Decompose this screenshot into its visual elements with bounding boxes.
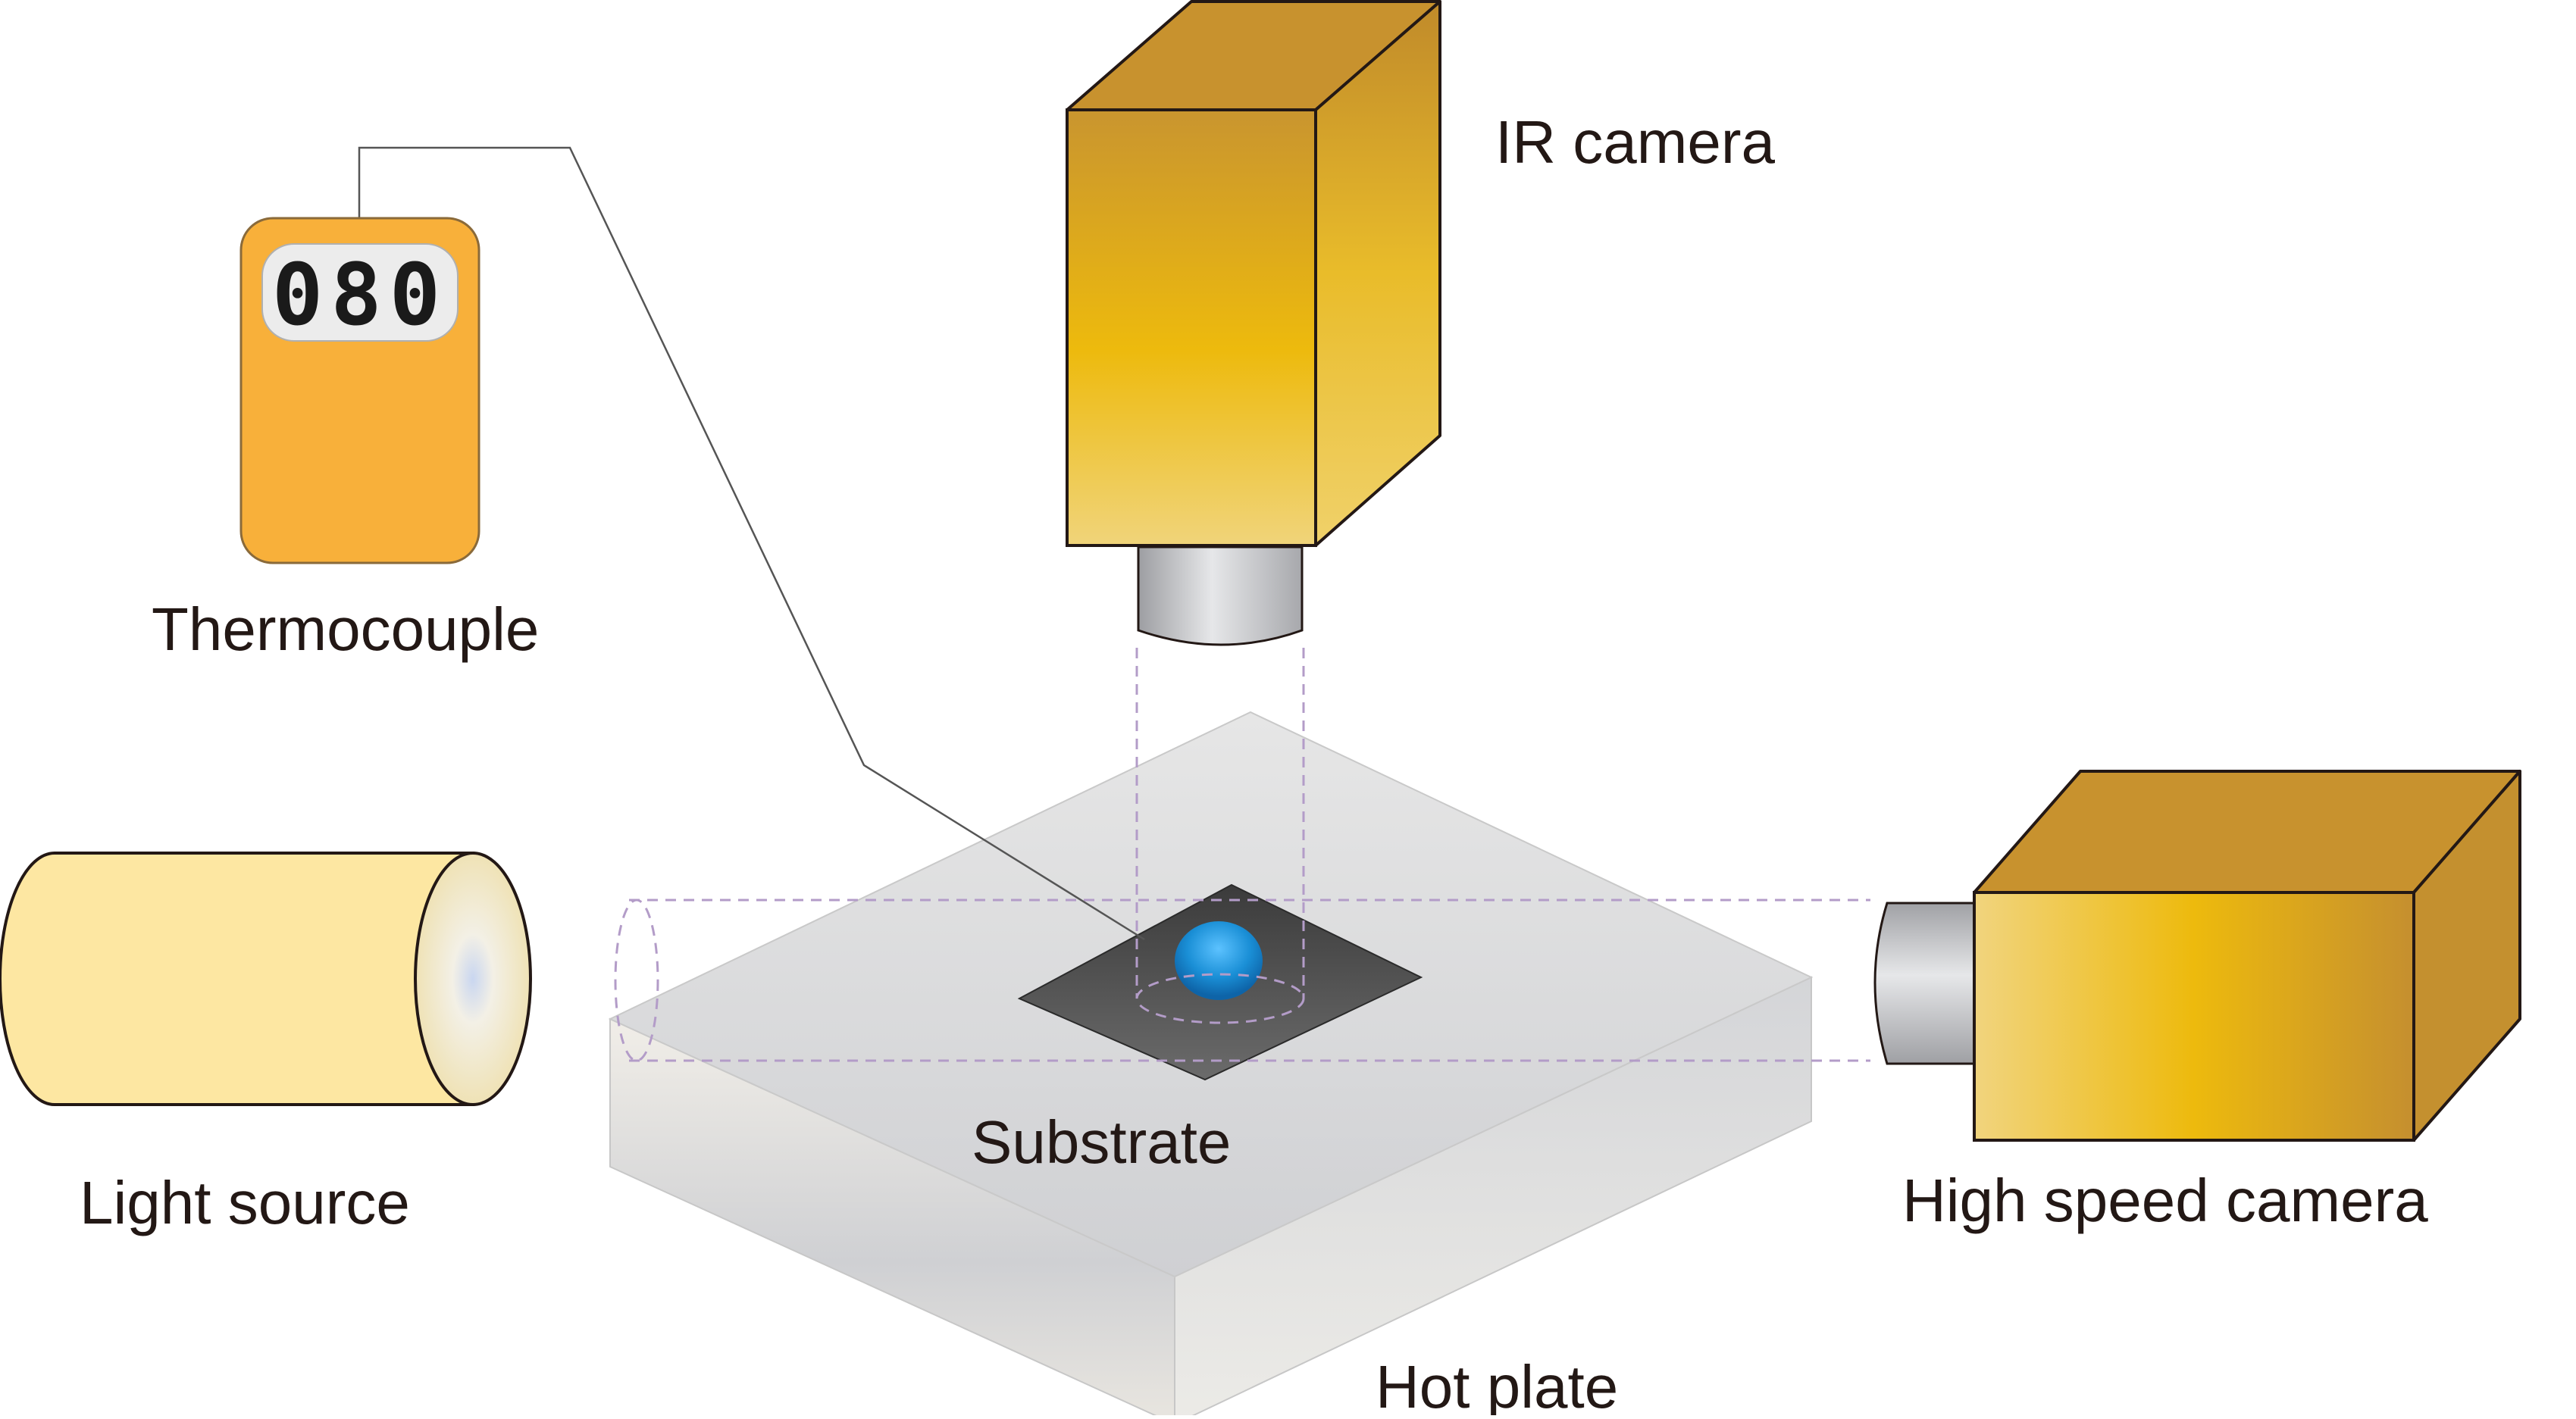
- ir-camera-lens: [1137, 545, 1304, 646]
- light-source-face: [414, 852, 532, 1106]
- high-speed-camera-label: High speed camera: [1902, 1167, 2428, 1234]
- high-speed-optical-path: [614, 899, 1870, 1062]
- thermocouple-label: Thermocouple: [152, 595, 539, 663]
- ir-camera-label: IR camera: [1495, 108, 1775, 176]
- thermocouple-wire: [358, 146, 1145, 941]
- high-speed-camera: [1873, 770, 2521, 1142]
- ir-camera-front-face: [1066, 108, 1317, 547]
- high-speed-camera-lens: [1873, 902, 1976, 1065]
- thermocouple-readout: 080: [272, 246, 448, 345]
- droplet: [1175, 921, 1263, 1000]
- ir-camera: [1066, 0, 1441, 646]
- light-source-body: [0, 852, 474, 1106]
- thermocouple-device: 080: [239, 217, 480, 564]
- hot-plate-label: Hot plate: [1376, 1353, 1618, 1415]
- thermocouple-display: [261, 243, 459, 342]
- substrate-label: Substrate: [972, 1108, 1231, 1176]
- high-speed-camera-front-face: [1973, 891, 2415, 1142]
- light-source: [0, 852, 532, 1106]
- ir-optical-path: [1135, 648, 1305, 1024]
- light-source-label: Light source: [80, 1169, 410, 1236]
